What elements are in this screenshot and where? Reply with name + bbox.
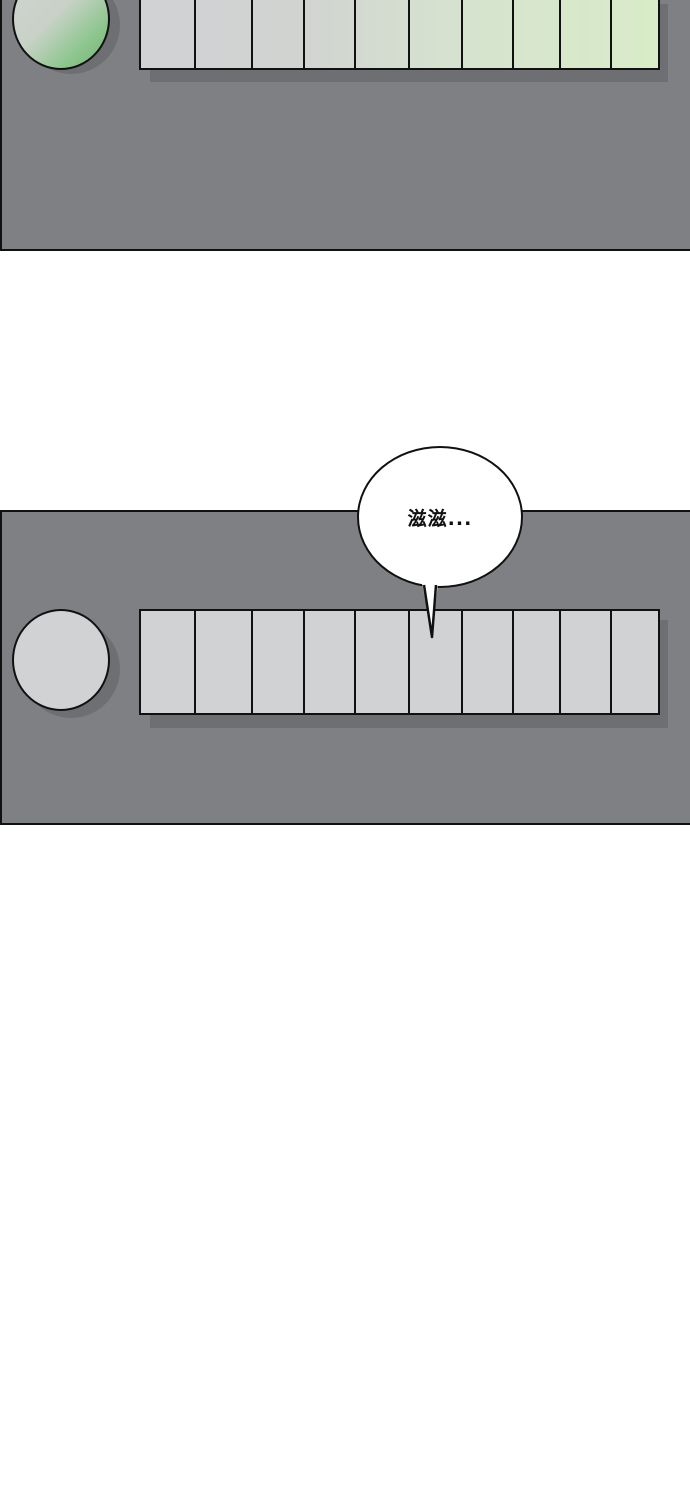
meter-segment <box>612 611 658 713</box>
meter-segment <box>196 0 253 68</box>
speech-bubble: 滋滋... <box>357 446 523 588</box>
meter-segment <box>253 611 306 713</box>
meter-segment <box>305 0 357 68</box>
meter-segment <box>305 611 357 713</box>
meter-segment <box>410 611 463 713</box>
signal-meter <box>139 609 660 715</box>
meter-segment <box>561 611 613 713</box>
meter-segment <box>356 0 410 68</box>
meter-segment <box>514 611 562 713</box>
meter-segment <box>141 611 196 713</box>
bottom-panel <box>0 510 690 825</box>
meter-segment <box>561 0 613 68</box>
meter-segment <box>410 0 463 68</box>
speech-bubble-text: 滋滋... <box>407 508 473 530</box>
meter-segment <box>612 0 658 68</box>
meter-segment <box>356 611 410 713</box>
meter-segment <box>514 0 562 68</box>
signal-meter <box>139 0 660 70</box>
meter-segment <box>196 611 253 713</box>
meter-segment <box>463 611 514 713</box>
meter-segment <box>253 0 306 68</box>
meter-segment <box>141 0 196 68</box>
indicator-light-off <box>12 609 110 711</box>
meter-segment <box>463 0 514 68</box>
speech-bubble-tail <box>422 583 438 639</box>
top-panel <box>0 0 690 251</box>
